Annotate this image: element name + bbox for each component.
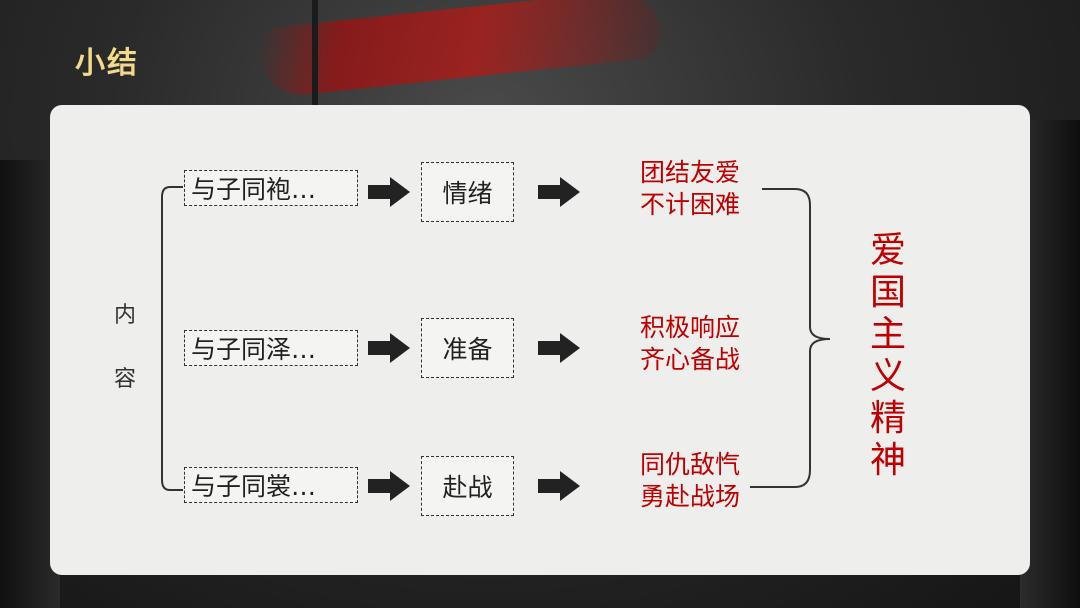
right-arrow-icon: [368, 471, 410, 501]
side-label-char-2: 容: [113, 367, 136, 392]
right-arrow-icon: [538, 177, 580, 207]
conclusion-char: 神: [869, 440, 906, 481]
source-box-2: 与子同泽…: [184, 330, 358, 366]
right-arrow-icon: [368, 333, 410, 363]
conclusion-vertical: 爱 国 主 义 精 神: [868, 230, 908, 482]
red-flag-decoration: [260, 0, 660, 100]
soldier-silhouette-right: [1020, 120, 1080, 608]
page-title: 小结: [75, 46, 139, 81]
right-arrow-icon: [368, 177, 410, 207]
summary-panel: 内 容 与子同袍… 情绪 团结友爱 不计困难 与子同泽… 准备 积极响应 齐心备…: [50, 105, 1030, 575]
right-arrow-icon: [538, 471, 580, 501]
left-brace-icon: [161, 186, 183, 491]
result-3-line-2: 勇赴战场: [639, 482, 740, 511]
conclusion-char: 国: [869, 272, 906, 313]
stage-box-2: 准备: [421, 318, 514, 378]
right-brace-icon: [750, 188, 831, 488]
flag-pole-decoration: [312, 0, 318, 110]
conclusion-char: 精: [869, 398, 906, 439]
result-2-line-1: 积极响应: [639, 313, 740, 342]
result-2: 积极响应 齐心备战: [610, 312, 770, 376]
conclusion-char: 主: [869, 314, 906, 355]
stage-box-1: 情绪: [421, 162, 514, 222]
source-box-3: 与子同裳…: [184, 467, 358, 503]
diagram-connectors: [161, 177, 831, 501]
right-arrow-icon: [538, 333, 580, 363]
side-label-char-1: 内: [113, 303, 136, 328]
conclusion-char: 义: [869, 356, 906, 397]
result-1: 团结友爱 不计困难: [610, 157, 770, 221]
result-2-line-2: 齐心备战: [639, 345, 740, 374]
source-box-1: 与子同袍…: [184, 170, 358, 206]
result-1-line-2: 不计困难: [639, 190, 740, 219]
result-1-line-1: 团结友爱: [639, 158, 740, 187]
stage-box-3: 赴战: [421, 456, 514, 516]
result-3-line-1: 同仇敌忾: [639, 450, 740, 479]
conclusion-char: 爱: [869, 230, 906, 271]
result-3: 同仇敌忾 勇赴战场: [610, 449, 770, 513]
